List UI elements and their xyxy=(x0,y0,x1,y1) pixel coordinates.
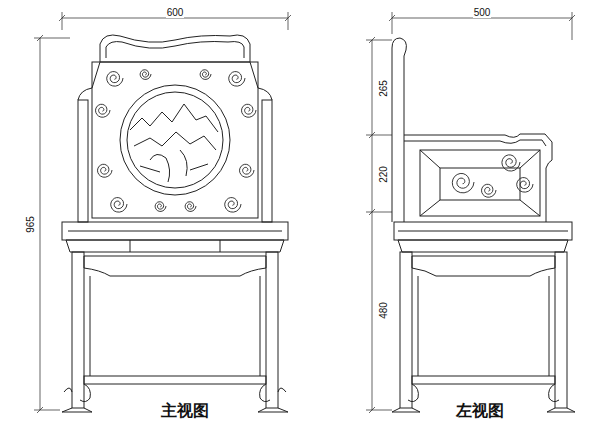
scroll-stroke xyxy=(517,178,533,193)
dimension-value: 480 xyxy=(378,301,389,320)
dimension-value: 220 xyxy=(378,165,389,184)
scroll-stroke xyxy=(111,198,127,213)
scroll-stroke xyxy=(140,70,151,80)
scroll-stroke xyxy=(240,164,255,177)
dimension-value: 600 xyxy=(166,7,185,18)
scroll-stroke xyxy=(225,198,241,213)
scroll-stroke xyxy=(200,70,211,80)
scroll-stroke xyxy=(96,104,111,117)
scroll-stroke xyxy=(452,174,474,193)
dimension-value: 265 xyxy=(378,79,389,98)
scroll-stroke xyxy=(502,155,520,171)
view-title: 左视图 xyxy=(454,402,506,420)
cloud-scrolls xyxy=(96,70,534,212)
dimension-value: 500 xyxy=(473,7,492,18)
dimension-lines xyxy=(34,12,575,413)
front-view xyxy=(62,35,288,412)
scroll-stroke xyxy=(185,202,196,212)
dimension-value: 965 xyxy=(25,215,36,234)
scroll-stroke xyxy=(155,202,166,212)
scroll-stroke xyxy=(107,72,123,87)
scroll-stroke xyxy=(229,72,245,87)
view-title: 主视图 xyxy=(159,402,211,420)
scroll-stroke xyxy=(242,104,257,117)
scroll-stroke xyxy=(98,164,113,177)
left-view xyxy=(392,38,575,412)
scroll-stroke xyxy=(482,184,497,197)
